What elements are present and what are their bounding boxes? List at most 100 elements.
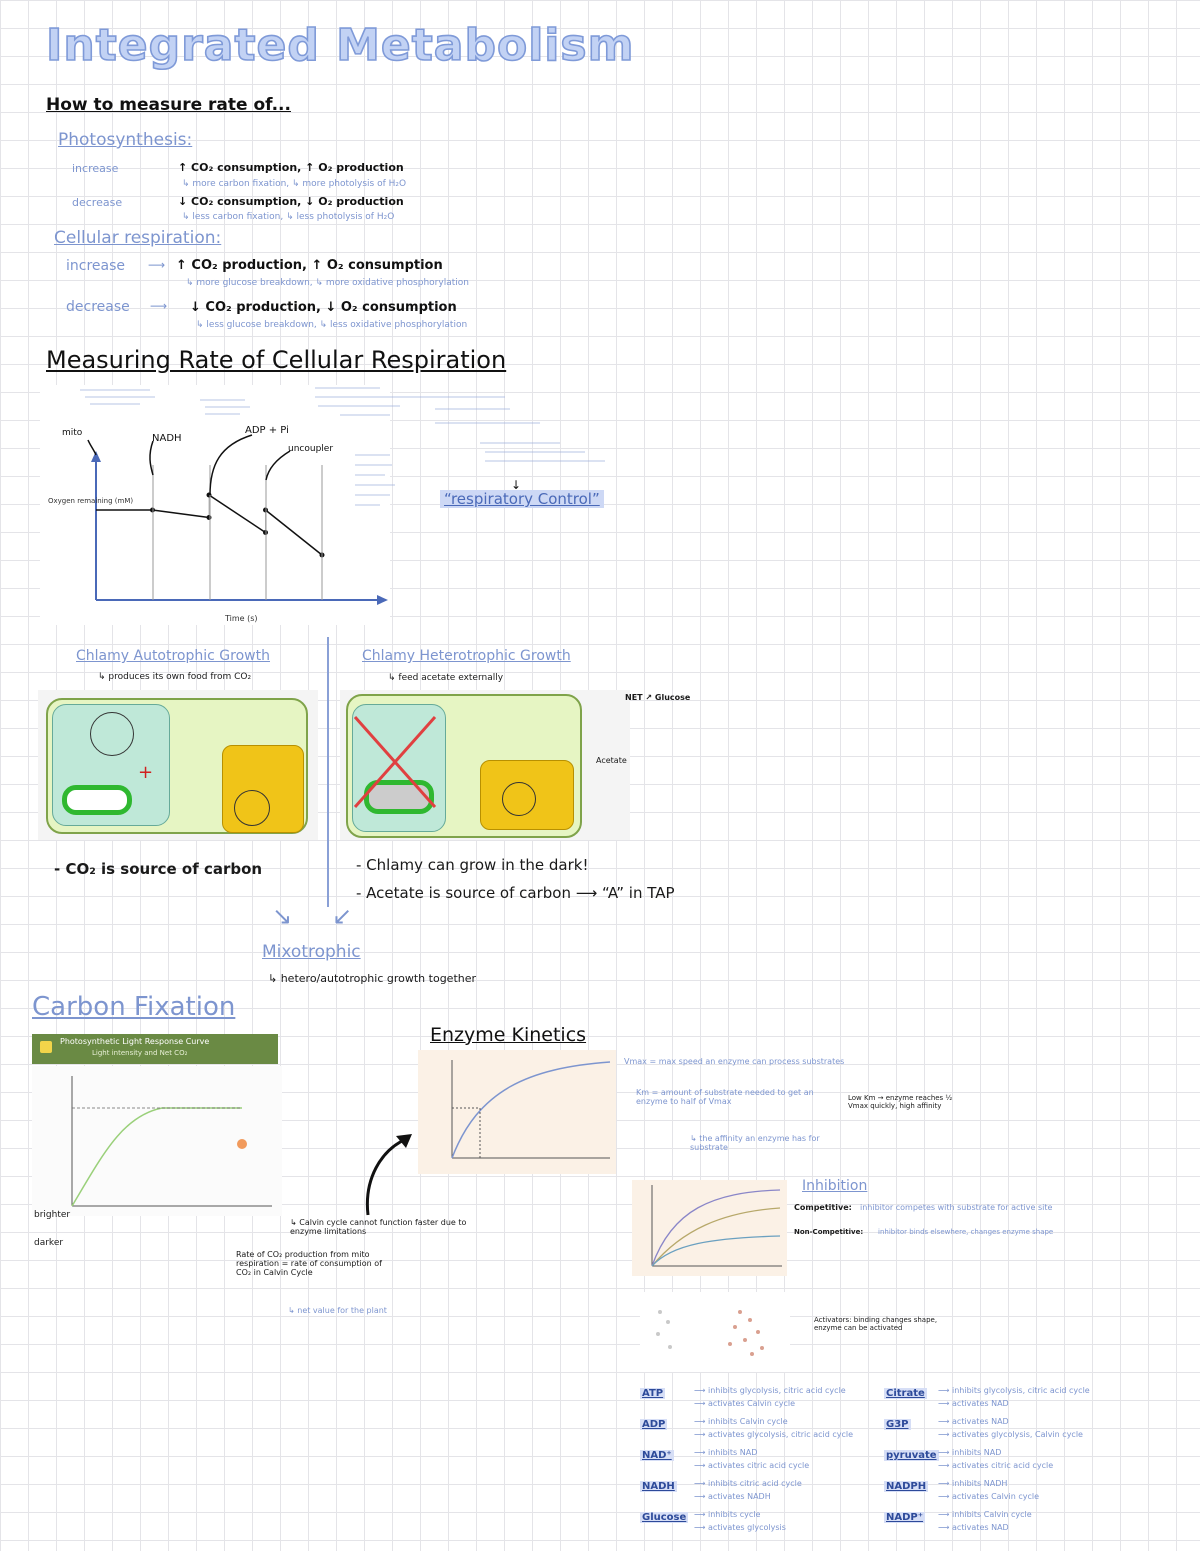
- arrow-down-left-icon: ↙: [332, 902, 352, 930]
- calvin-note: ↳ Calvin cycle cannot function faster du…: [290, 1218, 500, 1236]
- noncompetitive-label: Non-Competitive:: [794, 1228, 863, 1236]
- mixotrophic-title: Mixotrophic: [262, 942, 361, 962]
- regulator-name: pyruvate: [884, 1450, 939, 1461]
- curve-title: Photosynthetic Light Response Curve: [60, 1037, 209, 1046]
- regulator-row: NADH⟶ inhibits citric acid cycle⟶ activa…: [640, 1479, 890, 1510]
- co2-source-text: - CO₂ is source of carbon: [54, 860, 262, 878]
- photo-increase-text: ↑ CO₂ consumption, ↑ O₂ production: [178, 161, 404, 174]
- page-title: Integrated Metabolism: [46, 20, 634, 71]
- regulator-effect: ⟶ activates glycolysis: [694, 1523, 786, 1532]
- block-icon: +: [138, 762, 153, 783]
- regulator-row: Glucose ⟶ inhibits cycle ⟶ activates glyco…: [640, 1510, 890, 1541]
- regulator-row: ADP ⟶ inhibits Calvin cycle ⟶ activates gl…: [640, 1417, 890, 1448]
- activators-note: Activators: binding changes shape, enzym…: [814, 1316, 944, 1332]
- competitive-label: Competitive:: [794, 1203, 852, 1212]
- regulator-effect: ⟶ activates citric acid cycle: [938, 1461, 1053, 1470]
- regulators-right: Citrate ⟶ inhibits glycolysis, citric aci…: [884, 1386, 1174, 1541]
- km-brace-note: Low Km → enzyme reaches ½ Vmax quickly, …: [848, 1094, 968, 1110]
- rate-heading: How to measure rate of...: [46, 95, 291, 115]
- resp-decrease-note: ↳ less glucose breakdown, ↳ less oxidati…: [196, 320, 467, 330]
- regulator-effect: ⟶ inhibits cycle: [694, 1510, 760, 1519]
- regulator-name: ADP: [640, 1419, 667, 1430]
- net-glucose-label: NET ↗ Glucose: [625, 693, 690, 702]
- uncoupler-label: uncoupler: [288, 444, 333, 454]
- regulator-effect: ⟶ activates glycolysis, citric acid cycl…: [694, 1430, 853, 1439]
- tca-cycle: [502, 782, 536, 816]
- photo-increase-note: ↳ more carbon fixation, ↳ more photolysi…: [182, 179, 406, 189]
- respiration-label: Cellular respiration:: [54, 228, 221, 248]
- regulator-row: pyruvate⟶ inhibits NAD ⟶ activates citric…: [884, 1448, 1174, 1479]
- regulator-effect: ⟶ activates citric acid cycle: [694, 1461, 809, 1470]
- autotrophic-sub: ↳ produces its own food from CO₂: [98, 672, 251, 682]
- regulator-effect: ⟶ activates Calvin cycle: [694, 1399, 795, 1408]
- mixotrophic-note: ↳ hetero/autotrophic growth together: [268, 972, 488, 985]
- regulator-effect: ⟶ inhibits glycolysis, citric acid cycle: [938, 1386, 1090, 1395]
- regulator-effect: ⟶ inhibits NAD: [694, 1448, 757, 1457]
- regulator-effect: ⟶ inhibits NADH: [938, 1479, 1007, 1488]
- graph-background: [40, 385, 390, 625]
- autotrophic-title: Chlamy Autotrophic Growth: [76, 648, 270, 664]
- carbon-fixation-heading: Carbon Fixation: [32, 992, 235, 1022]
- regulator-effect: ⟶ inhibits Calvin cycle: [694, 1417, 788, 1426]
- photo-decrease-label: decrease: [72, 196, 122, 209]
- graph-x-label: Time (s): [224, 614, 258, 623]
- dark-growth-text: - Chlamy can grow in the dark!: [356, 856, 588, 874]
- regulator-effect: ⟶ inhibits Calvin cycle: [938, 1510, 1032, 1519]
- light-response-curve: [32, 1066, 282, 1216]
- bulb-icon: [237, 1139, 247, 1149]
- regulator-effect: ⟶ inhibits NAD: [938, 1448, 1001, 1457]
- regulator-name: Citrate: [884, 1388, 927, 1399]
- regulator-effect: ⟶ inhibits glycolysis, citric acid cycle: [694, 1386, 846, 1395]
- nadh-label: NADH: [152, 433, 182, 444]
- resp-increase-label: increase: [66, 258, 125, 274]
- resp-heading: Measuring Rate of Cellular Respiration: [46, 346, 506, 374]
- brighter-label: brighter: [34, 1210, 70, 1220]
- regulator-effect: ⟶ activates NAD: [938, 1399, 1009, 1408]
- heterotrophic-sub: ↳ feed acetate externally: [388, 673, 503, 683]
- cross-icon: [350, 712, 440, 812]
- regulator-row: G3P⟶ activates NAD⟶ activates glycolysis…: [884, 1417, 1174, 1448]
- resp-increase-text: ↑ CO₂ production, ↑ O₂ consumption: [176, 258, 443, 273]
- competitive-text: inhibitor competes with substrate for ac…: [860, 1203, 1052, 1212]
- regulator-row: ATP⟶ inhibits glycolysis, citric acid cy…: [640, 1386, 890, 1417]
- arrow-icon: ⟶: [150, 299, 167, 313]
- regulator-name: NADP⁺: [884, 1512, 925, 1523]
- noncompetitive-text: inhibitor binds elsewhere, changes enzym…: [878, 1228, 1053, 1236]
- tca-cycle: [234, 790, 270, 826]
- heterotrophic-diagram: [340, 690, 630, 840]
- michaelis-menten-graph: [418, 1050, 616, 1174]
- rate-note: Rate of CO₂ production from mito respira…: [236, 1250, 396, 1277]
- darker-label: darker: [34, 1238, 63, 1248]
- photosynthesis-label: Photosynthesis:: [58, 130, 192, 150]
- calvin-cycle: [90, 712, 134, 756]
- regulator-effect: ⟶ activates NADH: [694, 1492, 771, 1501]
- regulator-effect: ⟶ activates NAD: [938, 1417, 1009, 1426]
- regulator-row: Citrate ⟶ inhibits glycolysis, citric aci…: [884, 1386, 1174, 1417]
- regulator-name: NADPH: [884, 1481, 928, 1492]
- graph-y-label: Oxygen remaining (mM): [48, 497, 133, 505]
- regulator-effect: ⟶ activates NAD: [938, 1523, 1009, 1532]
- photo-decrease-text: ↓ CO₂ consumption, ↓ O₂ production: [178, 195, 404, 208]
- photo-increase-label: increase: [72, 162, 118, 175]
- resp-decrease-label: decrease: [66, 299, 130, 315]
- curve-title-bar: Photosynthetic Light Response Curve Ligh…: [32, 1034, 278, 1064]
- regulator-name: Glucose: [640, 1512, 688, 1523]
- allosteric-figure: [640, 1292, 790, 1372]
- regulator-row: NAD⁺⟶ inhibits NAD⟶ activates citric aci…: [640, 1448, 890, 1479]
- acetate-source-text: - Acetate is source of carbon ⟶ “A” in T…: [356, 884, 675, 902]
- data-point: [207, 515, 212, 520]
- vmax-note: Vmax = max speed an enzyme can process s…: [624, 1057, 864, 1066]
- photo-decrease-note: ↳ less carbon fixation, ↳ less photolysi…: [182, 212, 394, 222]
- curved-arrow-icon: [350, 1130, 420, 1220]
- curve-subtitle: Light intensity and Net CO₂: [92, 1049, 187, 1057]
- thylakoid: [62, 785, 132, 815]
- resp-decrease-text: ↓ CO₂ production, ↓ O₂ consumption: [190, 300, 457, 315]
- down-arrow-icon: ↓: [511, 478, 521, 492]
- acetate-label: Acetate: [596, 756, 627, 765]
- inhibition-graph: [632, 1180, 787, 1276]
- enzyme-heading: Enzyme Kinetics: [430, 1024, 586, 1046]
- regulator-name: NADH: [640, 1481, 677, 1492]
- arrow-down-right-icon: ↘: [272, 902, 292, 930]
- arrow-icon: ⟶: [148, 258, 165, 272]
- regulator-effect: ⟶ activates Calvin cycle: [938, 1492, 1039, 1501]
